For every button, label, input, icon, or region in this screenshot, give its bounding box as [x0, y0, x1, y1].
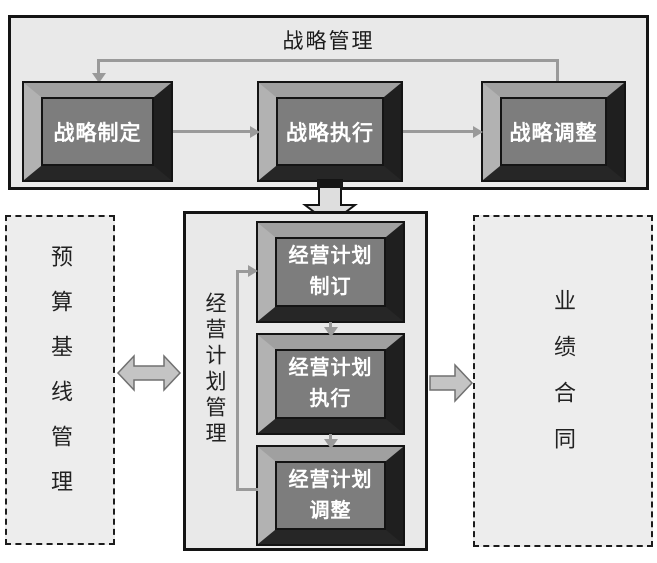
strategy-feedback-line-left — [97, 59, 100, 74]
arrow-plan-2-3 — [329, 434, 332, 440]
arrow-plan-2-3-head-icon — [324, 439, 338, 449]
plan-box-adjustment: 经营计划 调整 — [256, 445, 405, 546]
budget-baseline-label: 预算基线管理 — [48, 245, 73, 515]
plan-feedback-line-vertical — [236, 270, 239, 491]
arrow-execution-to-adjustment — [403, 130, 473, 133]
feedback-arrowhead-down-icon — [92, 73, 106, 83]
budget-baseline-panel: 预算基线管理 — [5, 215, 115, 545]
arrow-formulation-to-execution-head-icon — [250, 126, 260, 138]
plan-feedback-line-bottom — [236, 488, 258, 491]
plan-box-formulation: 经营计划 制订 — [256, 221, 405, 323]
arrow-formulation-to-execution — [173, 130, 250, 133]
arrow-plan-1-2 — [329, 322, 332, 328]
plan-feedback-arrowhead-icon — [248, 265, 258, 277]
strategy-panel-title: 战略管理 — [282, 30, 375, 53]
strategy-box-adjustment: 战略调整 — [481, 81, 626, 182]
strategy-feedback-line-horizontal — [97, 59, 559, 62]
right-arrow-icon — [429, 363, 473, 403]
double-headed-arrow-icon — [116, 354, 182, 392]
arrow-plan-1-2-head-icon — [324, 327, 338, 337]
plan-box-execution: 经营计划 执行 — [256, 333, 405, 435]
performance-contract-panel: 业绩合同 — [473, 215, 653, 547]
arrow-execution-to-adjustment-head-icon — [473, 126, 483, 138]
strategy-box-formulation: 战略制定 — [22, 81, 173, 182]
business-plan-side-label: 经营计划管理 — [203, 292, 226, 448]
plan-feedback-line-top — [239, 270, 249, 273]
performance-contract-label: 业绩合同 — [551, 289, 576, 473]
strategy-feedback-line-right — [556, 59, 559, 83]
strategy-box-execution: 战略执行 — [257, 81, 403, 182]
